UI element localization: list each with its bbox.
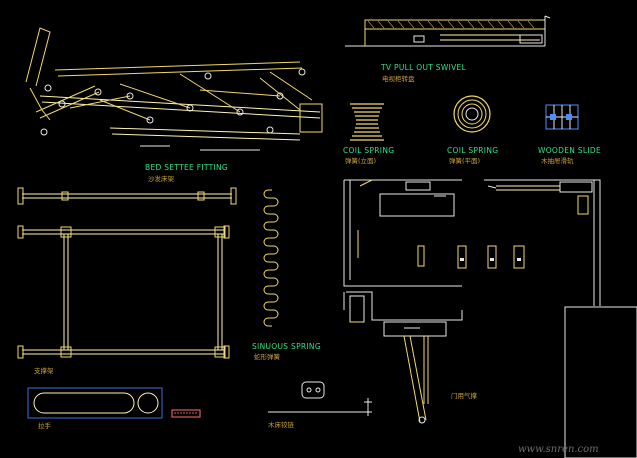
bed-settee-mechanism: [25, 27, 323, 151]
frame-cn-label: 支撑架: [34, 366, 54, 375]
bed-settee-label: BED SETTEE FITTING: [145, 163, 228, 172]
coil-spring-elevation-drawing: [350, 103, 384, 141]
handle-drawing: [27, 387, 201, 419]
support-rod-drawing: [17, 187, 237, 205]
cabinet-right-drawing: [484, 179, 601, 306]
title-block-frame: [564, 306, 637, 458]
coil-spring-plan-drawing: [453, 95, 491, 133]
sinuous-spring-drawing: [263, 189, 279, 327]
wooden-slide-label: WOODEN SLIDE: [538, 146, 601, 155]
gas-strut-cn-label: 门用气撑: [451, 391, 478, 400]
coil-spring-2-cn-label: 弹簧(平面): [449, 156, 480, 165]
wooden-slide-cn-label: 木抽屉滑轨: [541, 156, 574, 165]
gas-strut-cabinet-drawing: [343, 179, 525, 424]
coil-spring-1-label: COIL SPRING: [343, 146, 394, 155]
tv-swivel-drawing: [345, 15, 551, 47]
coil-spring-1-cn-label: 弹簧(立面): [345, 156, 376, 165]
support-frame-drawing: [17, 225, 230, 359]
tv-swivel-label: TV PULL OUT SWIVEL: [380, 63, 467, 72]
sinuous-spring-label: SINUOUS SPRING: [252, 342, 321, 351]
tv-swivel-cn-label: 电视柜转盘: [382, 74, 415, 83]
sinuous-spring-cn-label: 蛇形弹簧: [254, 352, 281, 361]
coil-spring-2-label: COIL SPRING: [447, 146, 498, 155]
bed-hinge-drawing: [268, 381, 372, 416]
handle-cn-label: 拉手: [38, 421, 52, 430]
bed-settee-cn-label: 沙发床架: [148, 174, 175, 183]
hinge-cn-label: 木床铰链: [268, 420, 295, 429]
wooden-slide-drawing: [545, 104, 579, 130]
watermark-text: www.snren.com: [518, 444, 599, 455]
